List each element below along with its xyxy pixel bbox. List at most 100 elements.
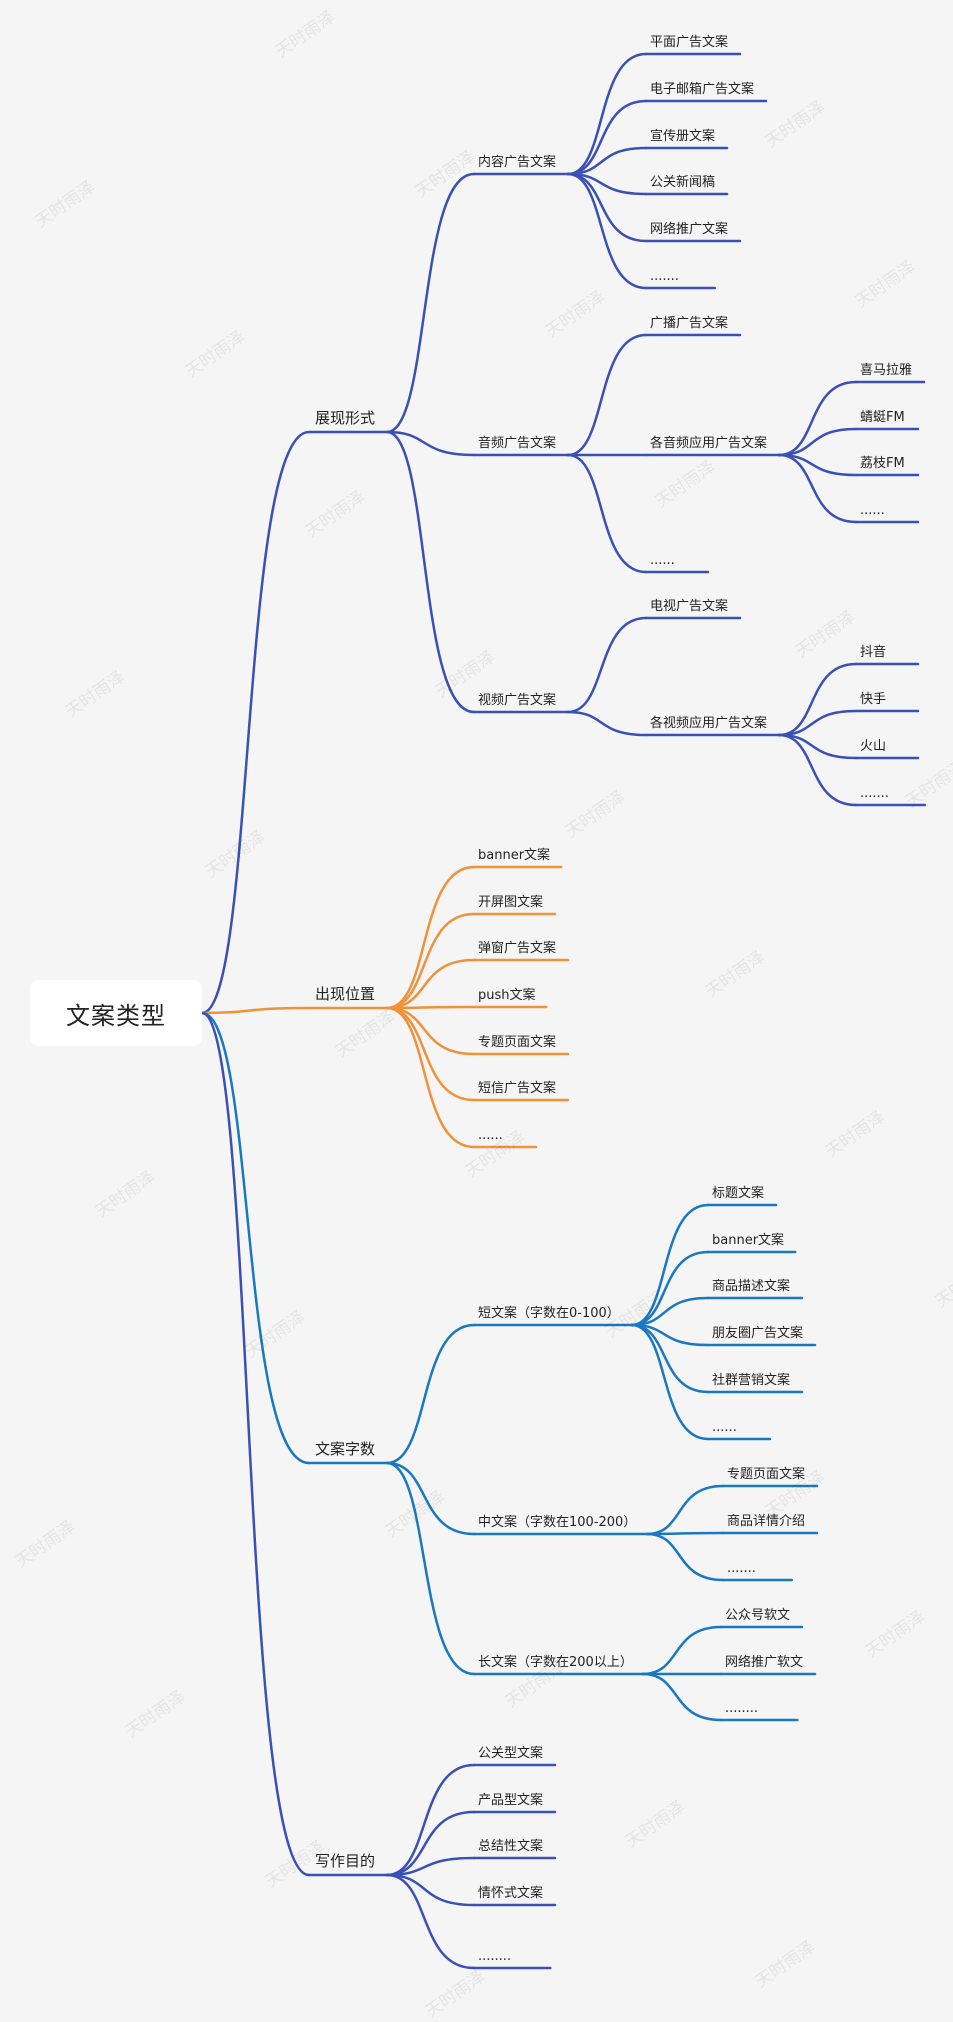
node-0-1-1-0[interactable]: 喜马拉雅 [860,363,913,378]
node-0-2-1-2[interactable]: 火山 [860,739,887,754]
connector-0 [200,430,311,1015]
node-1-0[interactable]: banner文案 [478,848,551,863]
node-1-5[interactable]: 短信广告文案 [478,1081,557,1096]
node-1-4[interactable]: 专题页面文案 [478,1035,557,1050]
node-0-1-1-2[interactable]: 荔枝FM [860,456,905,471]
connector-2-2-2 [641,1672,723,1722]
node-2-0-1[interactable]: banner文案 [712,1233,785,1248]
connector-2-0-1 [630,1250,710,1327]
node-2-1-1[interactable]: 商品详情介绍 [727,1514,806,1529]
node-1-1[interactable]: 开屏图文案 [478,895,544,910]
connector-0-1-2 [566,453,648,574]
node-0-0-4[interactable]: 网络推广文案 [650,222,729,237]
node-0-2-0[interactable]: 电视广告文案 [650,599,729,614]
node-3-4[interactable]: ........ [478,1949,512,1964]
connector-0-2 [385,430,476,714]
node-1-6[interactable]: ...... [478,1128,503,1143]
connector-1-4 [385,1006,476,1056]
node-0-0[interactable]: 内容广告文案 [478,155,557,170]
node-0-1-0[interactable]: 广播广告文案 [650,316,729,331]
node-0-0-1[interactable]: 电子邮箱广告文案 [650,82,755,97]
node-2-1[interactable]: 中文案（字数在100-200） [478,1515,637,1530]
connector-0-1-0 [566,333,648,457]
branch-node-3[interactable]: 写作目的 [315,1852,376,1870]
connector-0-0-2 [566,146,648,176]
node-0-2-1-3[interactable]: ....... [860,786,889,801]
connector-3-1 [385,1810,476,1877]
node-0-0-5[interactable]: ....... [650,269,679,284]
connector-0-2-1 [566,710,648,737]
connector-2-0-3 [630,1323,710,1347]
connector-0-2-1-0 [777,662,858,737]
node-2-1-2[interactable]: ....... [727,1561,756,1576]
connector-0-0-5 [566,172,648,290]
connector-3-2 [385,1856,476,1877]
connector-1-0 [385,865,476,1010]
node-2-0[interactable]: 短文案（字数在0-100） [478,1306,620,1321]
connector-2-2-0 [641,1625,723,1676]
node-3-0[interactable]: 公关型文案 [478,1746,544,1761]
connector-2-2 [385,1461,476,1676]
connector-2-0-2 [630,1296,710,1327]
node-3-3[interactable]: 情怀式文案 [478,1886,544,1901]
connector-2-1 [385,1461,476,1536]
node-2-2-1[interactable]: 网络推广软文 [725,1655,804,1670]
connector-0-1-1-2 [777,453,858,477]
connector-0-1-1-3 [777,453,858,524]
connector-3-3 [385,1873,476,1907]
node-0-1-1-3[interactable]: ...... [860,503,885,518]
connector-2-1-2 [645,1532,725,1582]
connector-0-0-4 [566,172,648,243]
connector-1-1 [385,912,476,1010]
node-2-0-3[interactable]: 朋友圈广告文案 [712,1326,804,1341]
node-0-2-1-1[interactable]: 快手 [860,692,887,707]
node-2-0-2[interactable]: 商品描述文案 [712,1279,791,1294]
connector-2-1-1 [645,1531,725,1536]
node-2-2[interactable]: 长文案（字数在200以上） [478,1655,633,1670]
root-node[interactable]: 文案类型 [30,980,202,1046]
node-2-0-0[interactable]: 标题文案 [712,1186,765,1201]
node-2-2-2[interactable]: ........ [725,1701,759,1716]
node-3-1[interactable]: 产品型文案 [478,1793,544,1808]
node-2-0-5[interactable]: ...... [712,1420,737,1435]
connector-2-0-5 [630,1323,710,1441]
connector-0-2-1-3 [777,733,858,807]
connector-3 [200,1011,311,1877]
node-0-2-1-0[interactable]: 抖音 [860,645,887,660]
connector-0-0-0 [566,52,648,176]
connector-0-2-0 [566,616,648,714]
node-0-2-1[interactable]: 各视频应用广告文案 [650,716,768,731]
connector-3-4 [385,1873,476,1970]
node-0-0-2[interactable]: 宣传册文案 [650,129,716,144]
node-0-2[interactable]: 视频广告文案 [478,693,557,708]
node-0-1[interactable]: 音频广告文案 [478,436,557,451]
branch-node-1[interactable]: 出现位置 [315,985,376,1003]
connector-2 [200,1011,311,1465]
node-0-0-3[interactable]: 公关新闻稿 [650,175,716,190]
node-2-2-0[interactable]: 公众号软文 [725,1608,791,1623]
connector-1 [200,1006,311,1015]
node-0-1-1[interactable]: 各音频应用广告文案 [650,436,768,451]
connector-1-6 [385,1006,476,1149]
connector-0-1-1-0 [777,380,858,457]
connector-2-0 [385,1323,476,1465]
connector-3-0 [385,1763,476,1877]
node-1-2[interactable]: 弹窗广告文案 [478,941,557,956]
branch-node-0[interactable]: 展现形式 [315,409,376,427]
connector-2-0-4 [630,1323,710,1394]
connector-2-1-0 [645,1484,725,1536]
connector-0-0-1 [566,99,648,176]
node-0-0-0[interactable]: 平面广告文案 [650,35,729,50]
connector-2-0-0 [630,1203,710,1327]
connector-0-1-1-1 [777,427,858,457]
node-0-1-2[interactable]: ...... [650,553,675,568]
node-1-3[interactable]: push文案 [478,988,536,1003]
branch-node-2[interactable]: 文案字数 [315,1440,376,1458]
node-2-1-0[interactable]: 专题页面文案 [727,1467,806,1482]
node-0-1-1-1[interactable]: 蜻蜓FM [860,410,905,425]
node-3-2[interactable]: 总结性文案 [478,1839,544,1854]
connector-0-1 [385,430,476,457]
node-2-0-4[interactable]: 社群营销文案 [712,1373,791,1388]
